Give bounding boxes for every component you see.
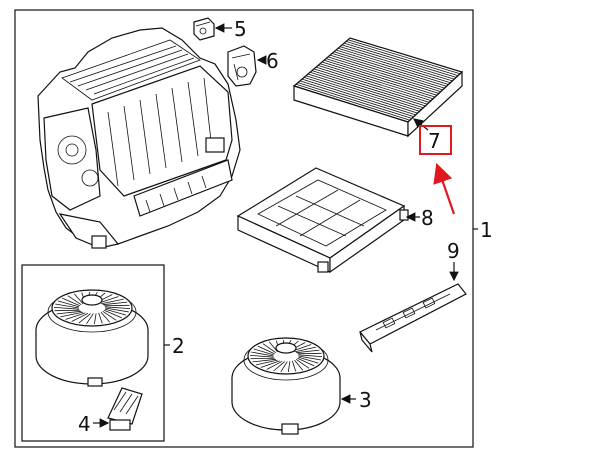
filter-pleat (303, 77, 418, 114)
callout-9: 9 (447, 239, 460, 263)
fan-blade (60, 311, 84, 318)
filter-pleat (309, 71, 424, 109)
fan-blade (266, 360, 283, 370)
fan-blade (280, 361, 288, 373)
callout-7: 7 (428, 129, 441, 153)
filter-pleat (329, 54, 443, 91)
callout-8: 8 (421, 206, 434, 230)
fan-blade (251, 351, 274, 357)
fan-blade (98, 312, 103, 324)
part-2-blower-motor (35, 289, 149, 387)
filter-pleat (317, 65, 432, 101)
filter-pleat (297, 82, 412, 119)
fan-blade (255, 359, 278, 366)
inset-frame (21, 264, 165, 442)
callout-5: 5 (234, 17, 247, 41)
fan-blade (103, 309, 122, 319)
fan-blade (294, 346, 317, 353)
fan-blade (296, 349, 320, 354)
part-9-bracket (359, 283, 467, 353)
fan-blade (102, 310, 117, 321)
filter-pleat (295, 83, 411, 121)
filter-pleat (319, 63, 434, 100)
filter-pleat (315, 66, 430, 103)
filter-pleat (307, 73, 422, 110)
filter-pleat (339, 46, 453, 82)
part-4-resistor (107, 387, 143, 431)
fan-blade (291, 360, 297, 372)
fan-blade (104, 308, 127, 316)
fan-blade (105, 307, 129, 313)
callout-7-highlight-box (419, 125, 452, 155)
fan-blade (298, 356, 319, 364)
filter-pleat (299, 80, 414, 118)
highlight-arrow (433, 162, 456, 215)
fan-blade (65, 312, 86, 320)
fan-blade (262, 343, 277, 354)
filter-pleat (337, 47, 451, 84)
fan-blade (55, 303, 79, 309)
fan-blade (94, 313, 97, 325)
filter-pleat (343, 42, 457, 78)
part-3-blower-motor (231, 337, 341, 435)
fan-blade (57, 300, 80, 308)
filter-pleat (321, 61, 436, 98)
fan-blade (71, 312, 89, 322)
fan-blade (287, 361, 291, 373)
fan-blade (294, 359, 304, 371)
fan-blade (297, 357, 315, 367)
fan-blade (100, 311, 110, 323)
fan-blade (298, 354, 323, 358)
filter-pleat (305, 75, 420, 112)
fan-blade (102, 301, 128, 306)
fan-blade (295, 358, 310, 369)
filter-pleat (327, 56, 441, 93)
callout-1: 1 (480, 218, 493, 242)
part-5-connector (193, 17, 215, 41)
part-6-actuator (227, 45, 257, 87)
fan-blade (104, 306, 130, 310)
fan-blade (54, 306, 80, 310)
filter-pleat (333, 51, 447, 87)
filter-pleat (313, 68, 428, 105)
fan-blade (100, 298, 124, 305)
fan-blade (273, 361, 285, 372)
filter-pleat (331, 53, 445, 89)
filter-pleat (347, 39, 461, 75)
callout-2: 2 (172, 334, 185, 358)
fan-blade (62, 297, 81, 307)
fan-blade (74, 293, 84, 305)
fan-blade (252, 358, 276, 363)
filter-pleat (323, 59, 438, 96)
callout-7-leader (413, 118, 429, 131)
filter-pleat (341, 44, 455, 80)
fan-blade (253, 348, 274, 356)
hvac-case-assembly (37, 27, 241, 249)
fan-blade (260, 360, 280, 368)
fan-blade (257, 345, 275, 355)
fan-blade (298, 355, 321, 361)
fan-blade (56, 310, 82, 315)
callout-4: 4 (78, 412, 91, 436)
filter-pleat (325, 58, 439, 94)
filter-pleat (335, 49, 449, 85)
callout-6: 6 (266, 49, 279, 73)
fan-blade (67, 295, 82, 306)
fan-blade (86, 313, 94, 325)
callout-3: 3 (359, 388, 372, 412)
fan-blade (98, 296, 119, 304)
fan-blade (78, 313, 91, 324)
part-7-cabin-filter (292, 37, 464, 138)
fan-blade (249, 354, 274, 358)
filter-pleat (311, 70, 426, 107)
filter-pleat (345, 41, 459, 76)
part-8-filter-frame (236, 167, 409, 274)
filter-pleat (301, 78, 416, 116)
